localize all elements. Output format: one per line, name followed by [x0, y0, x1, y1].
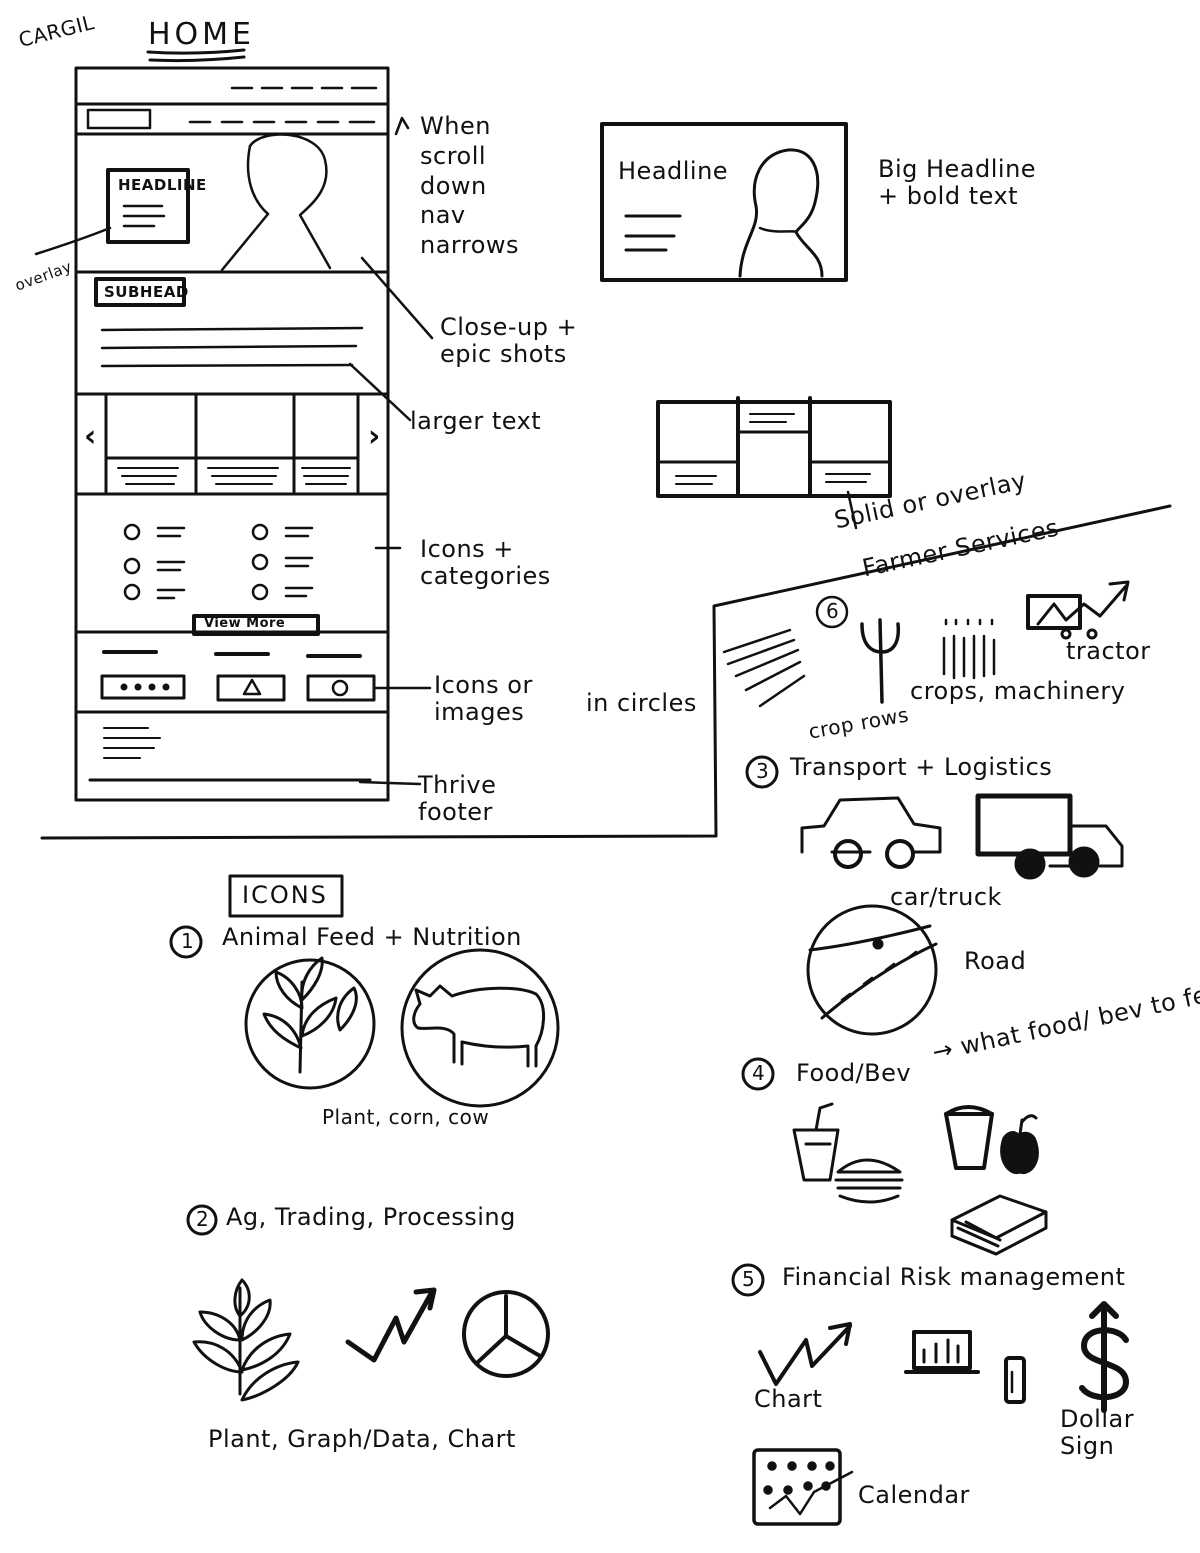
wireframe-frame: [74, 66, 390, 802]
number-2-circle: [186, 1204, 218, 1236]
pitchfork-icon: [860, 618, 901, 704]
trend-graph-icon: [345, 1287, 437, 1363]
icons-images-annotation: Icons or images: [434, 671, 533, 726]
plant-icon: [244, 956, 376, 1090]
home-wireframe: [34, 66, 434, 802]
crop-rows-icon: [722, 628, 806, 708]
financial-icons: [731, 1263, 1129, 1526]
view-more-box: [192, 614, 320, 636]
transport-icons: [745, 755, 1124, 1036]
group-3-caption-car-truck: car/truck: [890, 883, 1002, 911]
chart-icon: [758, 1322, 852, 1386]
group-5-number: 5: [742, 1267, 756, 1291]
group-4-number: 4: [752, 1061, 766, 1085]
cow-icon: [400, 948, 560, 1108]
farmer-services-icons: [722, 580, 1130, 708]
group-3-title: Transport + Logistics: [790, 753, 1053, 781]
group-1-number: 1: [181, 929, 195, 953]
in-circles-annotation: in circles: [586, 689, 697, 717]
group-1-title: Animal Feed + Nutrition: [222, 923, 522, 951]
road-icon: [806, 904, 938, 1036]
group-5-title: Financial Risk management: [782, 1263, 1126, 1291]
page-title: HOME: [148, 17, 256, 52]
closeup-annotation: Close-up + epic shots: [440, 313, 578, 368]
group-1-caption: Plant, corn, cow: [322, 1105, 490, 1129]
crops-icon: [942, 618, 996, 680]
group-2-title: Ag, Trading, Processing: [226, 1203, 516, 1231]
view-more-button: View More: [204, 616, 286, 631]
nav-annotation: When scroll down nav narrows: [420, 112, 520, 259]
group-5-caption-calendar: Calendar: [858, 1481, 970, 1509]
car-icon: [800, 796, 942, 869]
headline-box-label: HEADLINE: [118, 176, 207, 194]
burger-icon: [834, 1158, 904, 1204]
grid-alt-sketch: [656, 396, 892, 530]
headline-overlay-box: [106, 168, 190, 244]
hero-alt-sketch: [600, 122, 848, 282]
books-icon: [950, 1194, 1048, 1256]
number-4-circle: [741, 1057, 775, 1091]
coffee-cup-icon: [944, 1105, 994, 1170]
group-6-caption-crops: crops, machinery: [910, 677, 1126, 705]
food-bev-icons: [741, 1057, 1048, 1256]
dollar-sign-icon: [1079, 1301, 1129, 1413]
larger-text-annotation: larger text: [410, 407, 542, 435]
icons-section-title: ICONS: [242, 881, 328, 909]
group-6-number: 6: [826, 599, 840, 623]
laptop-icon: [904, 1330, 980, 1374]
group-3-number: 3: [756, 759, 770, 783]
pie-chart-icon: [462, 1290, 550, 1378]
group-5-caption-chart: Chart: [754, 1385, 823, 1413]
phone-icon: [1004, 1356, 1026, 1404]
footer-annotation: Thrive footer: [418, 771, 497, 826]
hero-person-sketch: [248, 133, 332, 270]
icons-categories-annotation: Icons + categories: [420, 535, 551, 590]
title-underline: [146, 48, 246, 55]
truck-icon: [975, 793, 1124, 880]
group-4-title: Food/Bev: [796, 1059, 912, 1087]
subhead-box: [94, 277, 186, 307]
number-6-circle: [815, 595, 849, 629]
group-2-caption: Plant, Graph/Data, Chart: [208, 1425, 516, 1453]
number-1-circle: [169, 925, 203, 959]
carousel-next-arrow: ›: [368, 419, 381, 454]
group-6-caption-tractor: tractor: [1066, 637, 1151, 665]
drink-cup-icon: [792, 1102, 840, 1182]
carousel-prev-arrow: ‹: [84, 419, 97, 454]
icons-title-box: [228, 874, 344, 918]
number-3-circle: [745, 755, 779, 789]
number-5-circle: [731, 1263, 765, 1297]
group-2-number: 2: [196, 1207, 210, 1231]
group-5-caption-dollar: Dollar Sign: [1060, 1405, 1135, 1460]
calendar-icon: [752, 1448, 854, 1526]
tractor-icon: [1026, 580, 1130, 640]
ag-trading-icons: [186, 1204, 550, 1402]
group-3-caption-road: Road: [964, 947, 1027, 975]
apple-icon: [1000, 1114, 1039, 1175]
hero-alt-caption: Big Headline + bold text: [878, 155, 1037, 210]
hero-alt-headline: Headline: [618, 157, 729, 185]
plant-icon: [192, 1278, 300, 1402]
nav-logo-box: [86, 108, 152, 130]
section-divider: [40, 504, 1172, 840]
animal-feed-icons: [169, 874, 560, 1108]
title-underline-2: [148, 55, 246, 63]
subhead-box-label: SUBHEAD: [104, 283, 189, 301]
